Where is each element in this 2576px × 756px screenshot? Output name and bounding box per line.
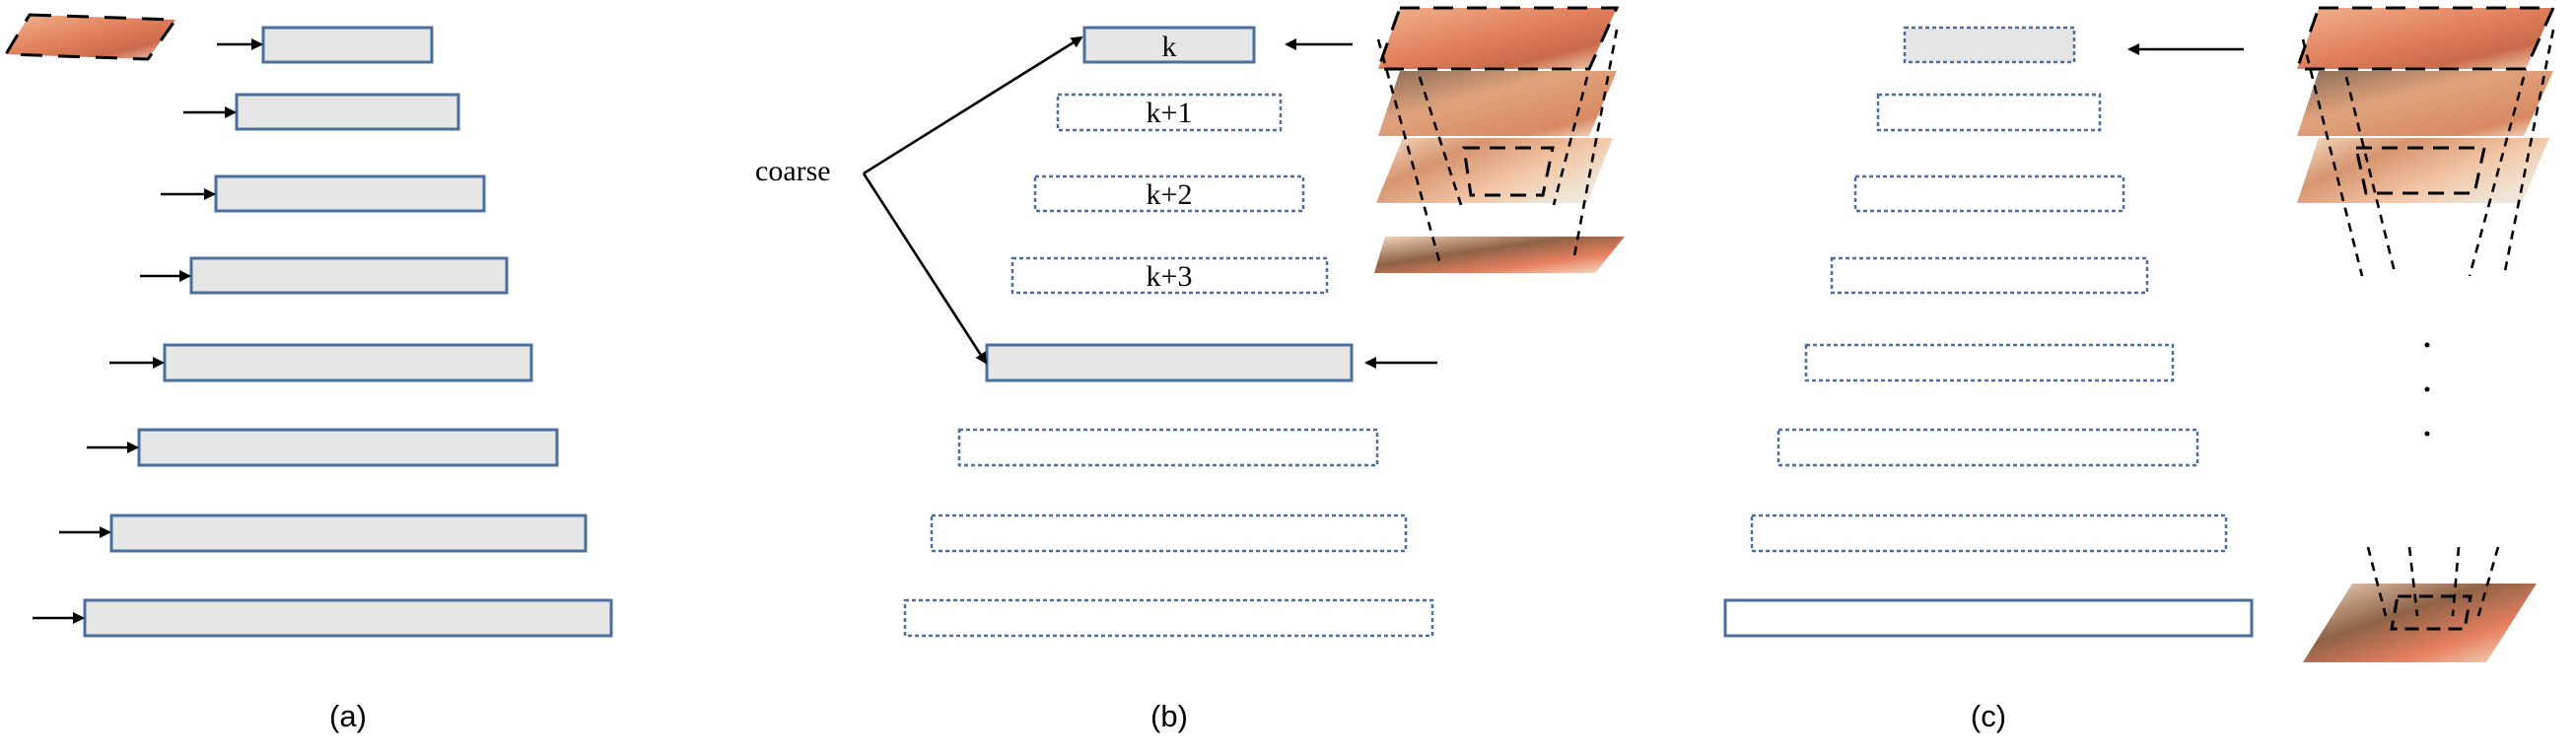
bar-b-6 [957, 428, 1379, 467]
face-image-thumbnail [6, 15, 175, 59]
bar-c-3 [1853, 174, 2125, 213]
level-label-k: k [1162, 31, 1177, 63]
bar-b-3 [1033, 174, 1305, 213]
coarse-arrow-top [863, 35, 1083, 175]
bar-b-1 [1082, 26, 1256, 64]
bar-a-1 [261, 26, 434, 64]
bar-b-8 [903, 598, 1434, 638]
bar-a-2 [235, 93, 460, 131]
caption-b: (b) [1150, 699, 1188, 733]
bar-a-3 [214, 174, 486, 213]
bar-a-7 [109, 514, 588, 553]
bar-a-4 [189, 256, 509, 295]
bar-c-4 [1830, 256, 2149, 295]
bar-a-5 [163, 343, 533, 382]
bar-c-7 [1750, 514, 2228, 553]
bar-c-5 [1804, 343, 2175, 382]
bar-b-4 [1010, 256, 1329, 295]
face-image-stack [2294, 6, 2556, 662]
bar-c-8 [1723, 598, 2254, 638]
level-label-k2: k+2 [1147, 178, 1193, 211]
level-label-k3: k+3 [1147, 260, 1193, 293]
bar-c-6 [1776, 428, 2199, 467]
caption-a: (a) [329, 699, 367, 733]
coarse-label: coarse [755, 155, 831, 187]
face-image-stack [1374, 6, 1625, 273]
bar-c-1 [1903, 26, 2076, 64]
bar-c-2 [1876, 93, 2102, 132]
bar-a-8 [83, 598, 613, 638]
bar-b-7 [930, 514, 1408, 553]
caption-c: (c) [1971, 699, 2006, 733]
bar-a-6 [137, 428, 559, 467]
panel-c: (c) [1723, 6, 2556, 733]
panel-b: k k+1 k+2 k+3 coarse ( [755, 6, 1625, 733]
bar-b-5 [985, 343, 1354, 382]
bar-b-2 [1056, 93, 1283, 132]
coarse-arrow-bottom [862, 172, 988, 365]
panel-a: (a) [3, 13, 613, 733]
level-label-k1: k+1 [1147, 97, 1193, 129]
